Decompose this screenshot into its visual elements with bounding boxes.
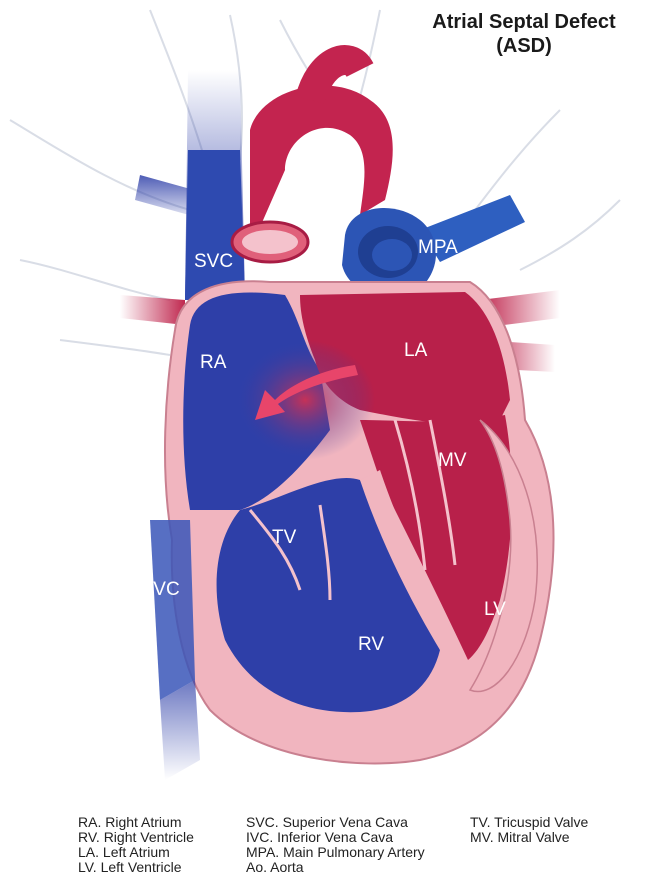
label-lv: LV xyxy=(484,599,506,620)
legend-item: MPA. Main Pulmonary Artery xyxy=(246,845,425,860)
legend-item: LA. Left Atrium xyxy=(78,845,194,860)
legend-item: IVC. Inferior Vena Cava xyxy=(246,830,425,845)
legend-column-1: RA. Right Atrium RV. Right Ventricle LA.… xyxy=(78,815,194,875)
label-mv: MV xyxy=(438,450,467,471)
label-mpa: MPA xyxy=(418,237,458,258)
legend-column-3: TV. Tricuspid Valve MV. Mitral Valve xyxy=(470,815,588,845)
legend-item: LV. Left Ventricle xyxy=(78,860,194,875)
legend-item: MV. Mitral Valve xyxy=(470,830,588,845)
legend-column-2: SVC. Superior Vena Cava IVC. Inferior Ve… xyxy=(246,815,425,875)
legend-item: RV. Right Ventricle xyxy=(78,830,194,845)
legend-item: SVC. Superior Vena Cava xyxy=(246,815,425,830)
legend-item: TV. Tricuspid Valve xyxy=(470,815,588,830)
shunt-glow xyxy=(235,340,375,460)
label-ra: RA xyxy=(200,352,227,373)
label-ivc: IVC xyxy=(148,579,180,600)
ivc-vessel xyxy=(150,520,195,700)
legend-item: RA. Right Atrium xyxy=(78,815,194,830)
label-la: LA xyxy=(404,340,428,361)
label-ao: Ao xyxy=(289,200,312,221)
legend-item: Ao. Aorta xyxy=(246,860,425,875)
pulmonary-veins-left xyxy=(120,295,185,325)
label-tv: TV xyxy=(272,527,297,548)
label-rv: RV xyxy=(358,634,384,655)
label-svc: SVC xyxy=(194,251,233,272)
heart-illustration: Ao SVC MPA RA LA MV TV IVC LV RV xyxy=(0,0,652,800)
